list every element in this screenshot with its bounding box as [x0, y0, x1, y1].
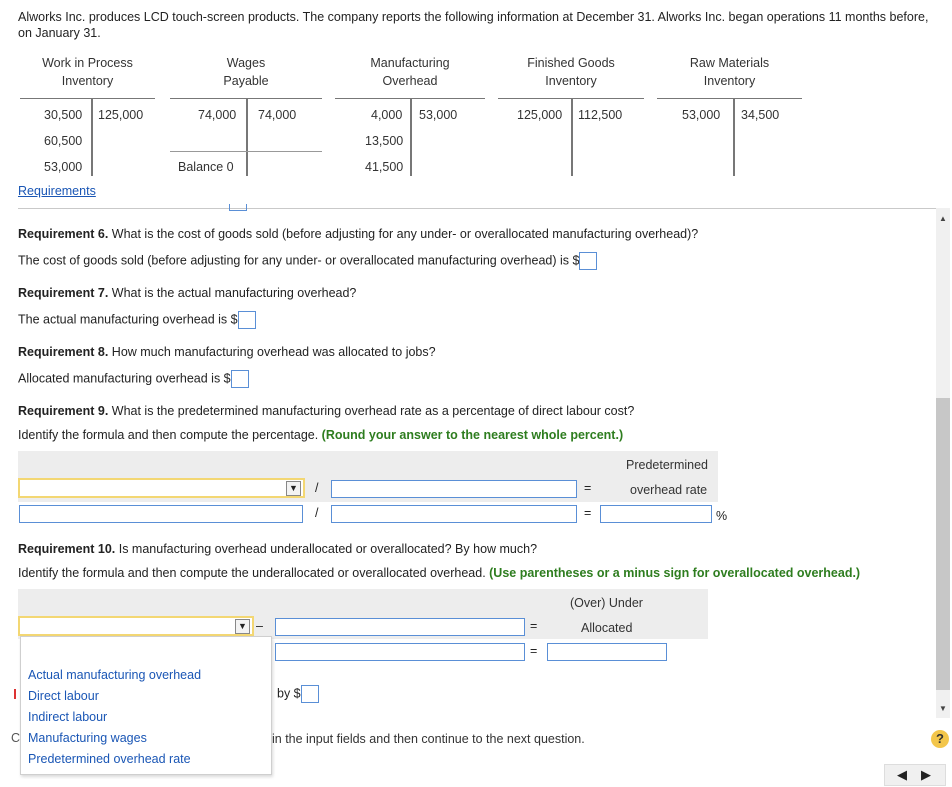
scroll-up-icon[interactable]: ▲ — [939, 214, 947, 223]
debit-value: 30,500 — [44, 108, 83, 122]
next-arrow-icon[interactable]: ▶ — [921, 767, 931, 782]
problem-intro: Alworks Inc. produces LCD touch-screen p… — [18, 10, 929, 40]
dropdown-option[interactable]: Manufacturing wages — [28, 731, 147, 745]
scroll-thumb[interactable] — [936, 398, 950, 690]
q10-second-input[interactable] — [275, 643, 525, 661]
q8-answer-line: Allocated manufacturing overhead is $ — [18, 370, 249, 388]
footer-instruction: in the input fields and then continue to… — [272, 732, 585, 746]
q9-formula-select[interactable]: ▼ — [18, 478, 305, 498]
credit-value: 74,000 — [258, 108, 297, 122]
debit-value: 41,500 — [365, 160, 404, 174]
panel-divider — [18, 208, 936, 209]
dropdown-option[interactable]: Predetermined overhead rate — [28, 752, 191, 766]
q10-header-line1: (Over) Under — [570, 596, 643, 610]
q9-formula-denominator-select[interactable] — [331, 480, 577, 498]
requirements-link[interactable]: Requirements — [18, 184, 96, 198]
dropdown-option[interactable]: Direct labour — [28, 689, 99, 703]
equals-sign: = — [530, 619, 538, 633]
vertical-scrollbar[interactable]: ▲ ▼ — [936, 208, 950, 718]
q9-header-line1: Predetermined — [626, 458, 708, 472]
q9-denominator-input[interactable] — [331, 505, 577, 523]
q10-result-input[interactable] — [547, 643, 667, 661]
dropdown-option[interactable]: Indirect labour — [28, 710, 108, 724]
q10-instruction: Identify the formula and then compute th… — [18, 566, 861, 580]
divide-sign: / — [315, 506, 319, 520]
q9-rate-input[interactable] — [600, 505, 712, 523]
help-icon[interactable]: ? — [931, 730, 949, 748]
q7-answer-line: The actual manufacturing overhead is $ — [18, 311, 256, 329]
q9-header-line2: overhead rate — [630, 483, 708, 497]
actual-overhead-input[interactable] — [237, 311, 256, 329]
collapse-handle[interactable] — [229, 204, 247, 211]
q10-header-line2: Allocated — [581, 621, 633, 635]
chevron-down-icon: ▼ — [235, 619, 250, 634]
balance-value: Balance 0 — [178, 160, 234, 174]
q9-question: Requirement 9. What is the predetermined… — [18, 404, 635, 418]
credit-value: 34,500 — [741, 108, 780, 122]
clipped-letter: C — [11, 731, 21, 745]
debit-value: 4,000 — [371, 108, 403, 122]
credit-value: 112,500 — [578, 108, 623, 122]
minus-sign: – — [256, 619, 263, 633]
q10-formula-select[interactable]: ▼ — [18, 616, 254, 636]
percent-sign: % — [716, 509, 728, 523]
q10-by-line: by $ — [277, 685, 319, 703]
allocated-overhead-input[interactable] — [230, 370, 249, 388]
q10-question: Requirement 10. Is manufacturing overhea… — [18, 542, 538, 556]
prev-arrow-icon[interactable]: ◀ — [897, 767, 907, 782]
error-marker — [14, 689, 16, 699]
debit-value: 53,000 — [44, 160, 83, 174]
dropdown-option[interactable]: Actual manufacturing overhead — [28, 668, 202, 682]
cogs-input[interactable] — [579, 252, 598, 270]
debit-value: 53,000 — [682, 108, 721, 122]
formula-dropdown-list: Actual manufacturing overhead Direct lab… — [20, 636, 272, 775]
credit-value: 53,000 — [419, 108, 458, 122]
credit-value: 125,000 — [98, 108, 144, 122]
q10-second-select[interactable] — [275, 618, 525, 636]
q9-instruction: Identify the formula and then compute th… — [18, 428, 624, 442]
debit-value: 60,500 — [44, 134, 83, 148]
equals-sign: = — [584, 481, 592, 495]
chevron-down-icon: ▼ — [286, 481, 301, 496]
divide-sign: / — [315, 481, 319, 495]
debit-value: 74,000 — [198, 108, 237, 122]
q6-answer-line: The cost of goods sold (before adjusting… — [18, 252, 598, 270]
debit-value: 13,500 — [365, 134, 404, 148]
q7-question: Requirement 7. What is the actual manufa… — [18, 286, 357, 300]
q9-numerator-input[interactable] — [19, 505, 303, 523]
scroll-down-icon[interactable]: ▼ — [939, 704, 947, 713]
equals-sign: = — [584, 506, 592, 520]
q8-question: Requirement 8. How much manufacturing ov… — [18, 345, 436, 359]
equals-sign: = — [530, 644, 538, 658]
q10-amount-input[interactable] — [300, 685, 319, 703]
debit-value: 125,000 — [517, 108, 563, 122]
q6-question: Requirement 6. What is the cost of goods… — [18, 227, 699, 241]
nav-arrows: ◀ ▶ — [884, 764, 946, 786]
